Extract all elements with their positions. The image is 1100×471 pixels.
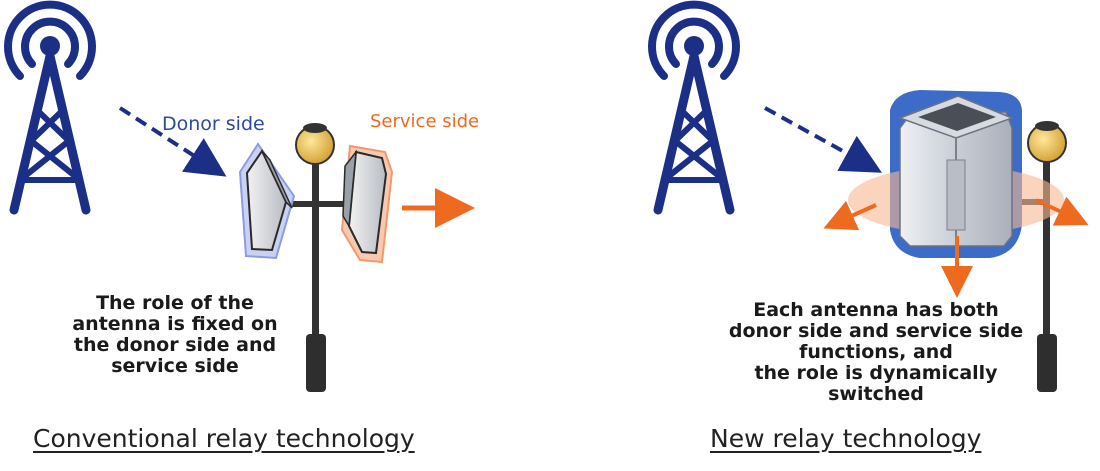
description-line: Each antenna has both [753,299,999,321]
description-line: functions, and [799,341,953,363]
box-antenna [848,90,1064,258]
description-line: antenna is fixed on [72,313,278,335]
description-line: The role of the [96,292,254,314]
new-title: New relay technology [710,424,982,453]
donor-side-label: Donor side [162,113,265,135]
description-line: the donor side and [73,334,277,356]
donor-antenna-panel [238,142,296,260]
base-station-tower-icon-right [648,0,740,215]
conventional-description: The role of the antenna is fixed on the … [60,293,290,377]
conventional-title: Conventional relay technology [33,424,415,453]
street-lamp-pole [276,123,360,392]
service-arrows-right [823,196,1089,298]
description-line: donor side and service side [728,320,1024,342]
donor-signal-arrow-right [764,106,882,173]
service-antenna-panel [340,144,394,264]
service-side-label: Service side [370,111,480,132]
description-line: switched [828,383,924,405]
description-line: the role is dynamically [754,362,998,384]
new-description: Each antenna has both donor side and ser… [718,300,1034,405]
base-station-tower-icon [4,0,96,215]
description-line: service side [111,355,239,377]
